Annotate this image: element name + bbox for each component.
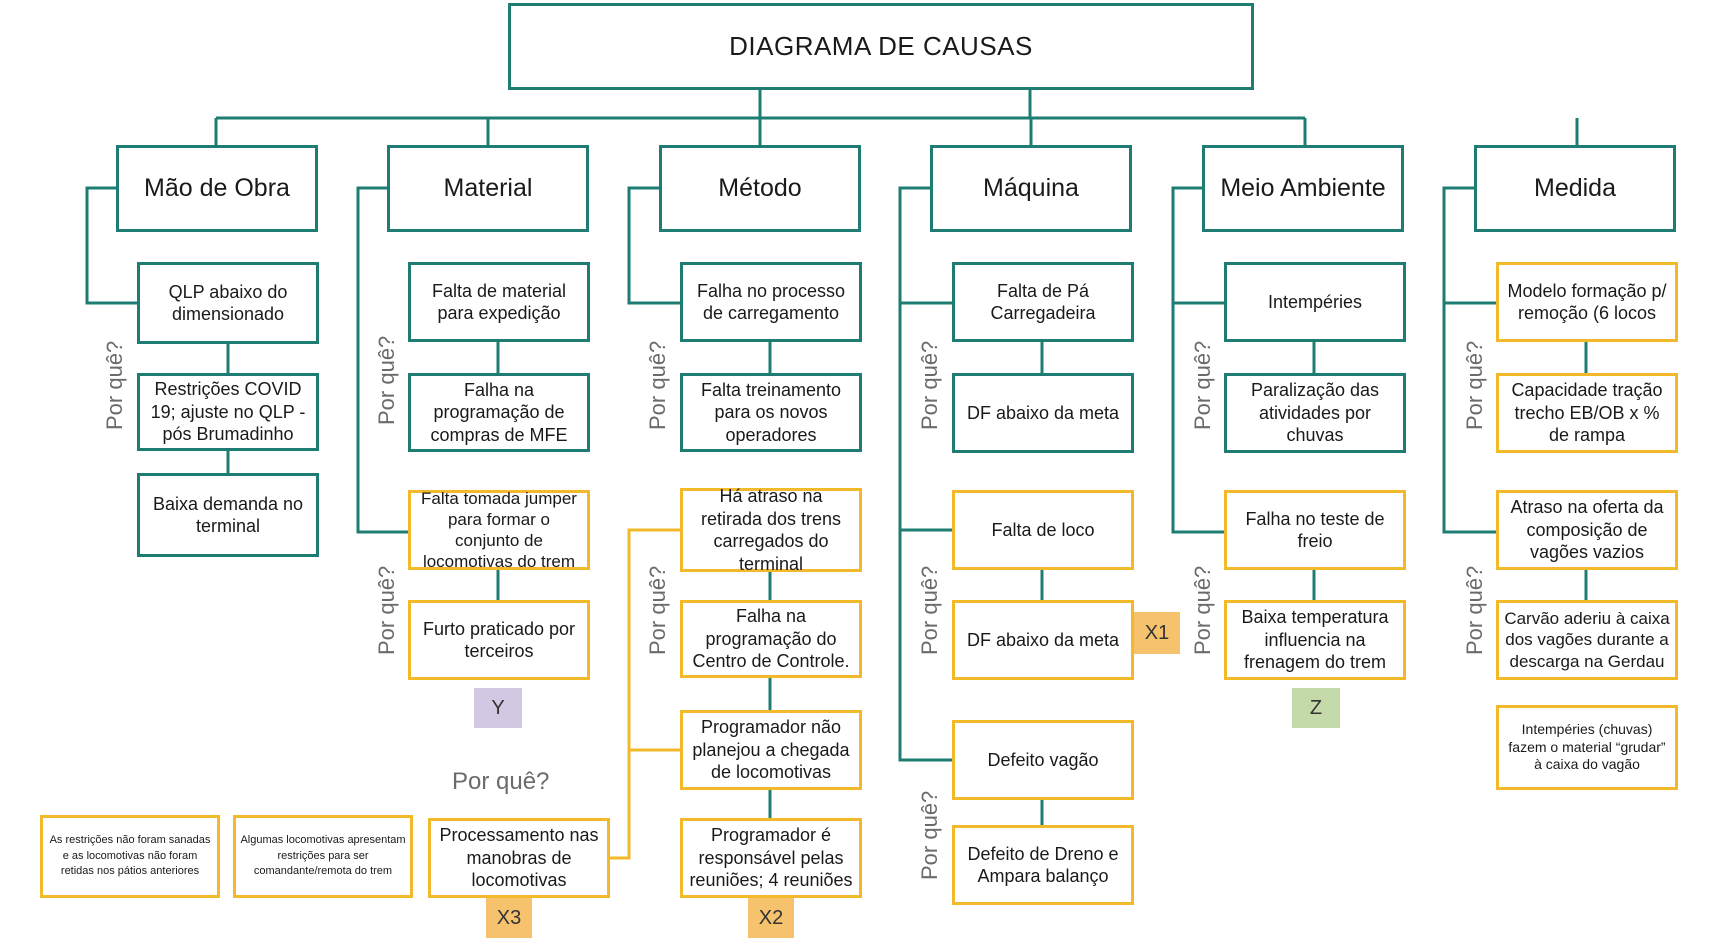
why-label: Por quê? [102,340,127,430]
cause-node: Baixa demanda no terminal [137,473,319,557]
category-mao-de-obra: Mão de Obra [116,145,318,232]
category-material: Material [387,145,589,232]
why-label: Por quê? [374,335,399,425]
cause-node: Restrições COVID 19; ajuste no QLP - pós… [137,373,319,451]
tag-x2: X2 [748,898,794,938]
chain-node: As restrições não foram sanadas e as loc… [40,815,220,898]
tag-y: Y [474,688,522,728]
category-meio-ambiente: Meio Ambiente [1202,145,1404,232]
cause-node-gold: Atraso na oferta da composição de vagões… [1496,490,1678,570]
why-label: Por quê? [645,340,670,430]
cause-node: Intempéries [1224,262,1406,342]
tag-x1: X1 [1134,612,1180,654]
category-maquina: Máquina [930,145,1132,232]
why-label: Por quê? [917,790,942,880]
why-label: Por quê? [917,340,942,430]
category-medida: Medida [1474,145,1676,232]
cause-node-gold: Furto praticado por terceiros [408,600,590,680]
why-label: Por quê? [374,565,399,655]
cause-node-gold: DF abaixo da meta [952,600,1134,680]
cause-node-gold: Defeito de Dreno e Ampara balanço [952,825,1134,905]
cause-node-gold: Falha na programação do Centro de Contro… [680,600,862,678]
cause-node-gold: Baixa temperatura influencia na frenagem… [1224,600,1406,680]
cause-node-gold: Falta tomada jumper para formar o conjun… [408,489,590,571]
why-label: Por quê? [1190,340,1215,430]
cause-node: QLP abaixo do dimensionado [137,262,319,344]
cause-node-gold: Falha no teste de freio [1224,490,1406,570]
cause-node-gold: Programador é responsável pelas reuniões… [680,818,862,898]
cause-node-gold: Defeito vagão [952,720,1134,800]
cause-node-gold: Capacidade tração trecho EB/OB x % de ra… [1496,373,1678,453]
diagram-title: DIAGRAMA DE CAUSAS [508,3,1254,90]
why-label: Por quê? [1462,340,1487,430]
cause-node-gold: Carvão aderiu à caixa dos vagões durante… [1496,600,1678,680]
cause-node: Falta de material para expedição [408,262,590,342]
cause-node: DF abaixo da meta [952,373,1134,453]
why-label: Por quê? [452,768,550,795]
why-label: Por quê? [645,565,670,655]
why-label: Por quê? [1462,565,1487,655]
chain-node: Algumas locomotivas apresentam restriçõe… [233,815,413,898]
cause-node-gold: Programador não planejou a chegada de lo… [680,710,862,790]
cause-node: Falta de Pá Carregadeira [952,262,1134,342]
cause-node-gold: Falta de loco [952,490,1134,570]
why-label: Por quê? [1190,565,1215,655]
cause-node-gold: Modelo formação p/ remoção (6 locos [1496,262,1678,342]
cause-node: Paralização das atividades por chuvas [1224,373,1406,453]
chain-node: Processamento nas manobras de locomotiva… [428,818,610,898]
why-label: Por quê? [917,565,942,655]
category-metodo: Método [659,145,861,232]
cause-node: Falha no processo de carregamento [680,262,862,342]
cause-node: Falha na programação de compras de MFE [408,373,590,452]
cause-node-gold: Intempéries (chuvas) fazem o material “g… [1496,705,1678,790]
tag-z: Z [1292,688,1340,728]
cause-node-gold: Há atraso na retirada dos trens carregad… [680,486,862,574]
cause-node: Falta treinamento para os novos operador… [680,373,862,452]
tag-x3: X3 [486,898,532,938]
